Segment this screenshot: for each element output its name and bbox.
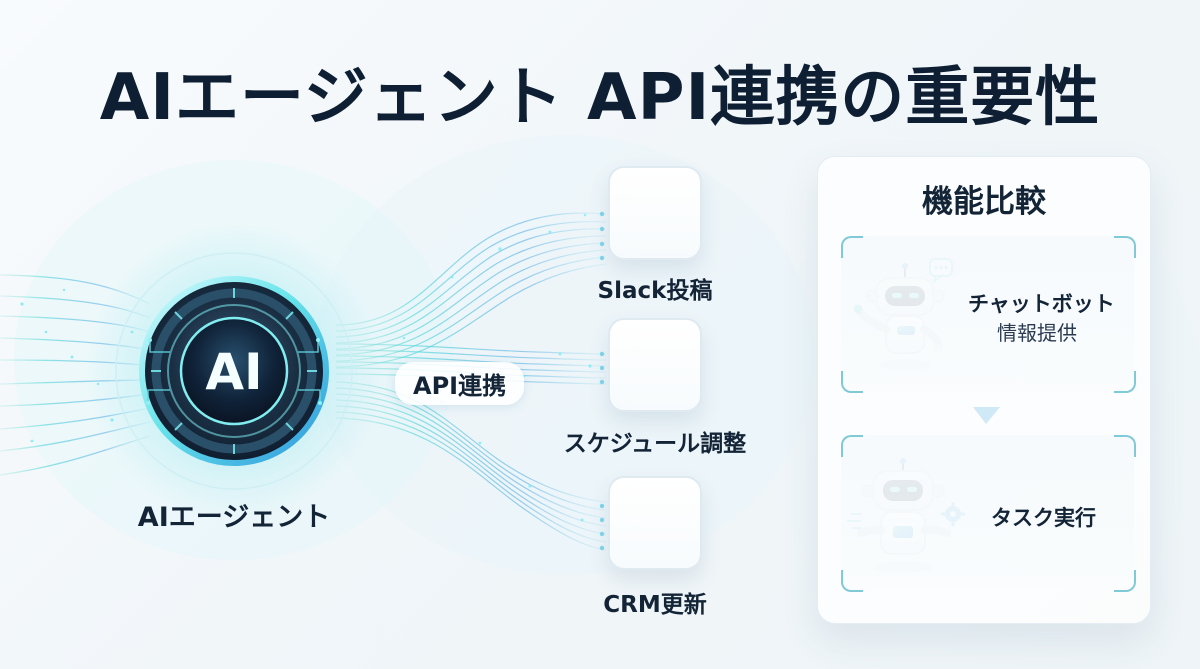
chatbot-card-bg bbox=[841, 236, 1134, 391]
task-card-corner-bottom-left bbox=[841, 570, 863, 592]
integration-label-schedule: スケジュール調整 bbox=[563, 431, 747, 457]
task-card-corner-bottom-right bbox=[1114, 570, 1136, 592]
api-connection-label: API連携 bbox=[395, 362, 525, 405]
chatbot-card-corner-top-left bbox=[841, 236, 863, 258]
task-title: タスク実行 bbox=[991, 506, 1096, 530]
chatbot-card-corner-bottom-left bbox=[841, 371, 863, 393]
page-title: AIエージェント API連携の重要性 bbox=[99, 61, 1101, 135]
integration-tile-schedule bbox=[608, 318, 702, 412]
comparison-title: 機能比較 bbox=[922, 184, 1046, 220]
integration-tile-slack bbox=[608, 166, 702, 260]
integration-tile-crm bbox=[608, 476, 702, 570]
task-card-corner-top-left bbox=[841, 435, 863, 457]
ai-core-text: AI bbox=[205, 343, 262, 401]
integration-label-crm: CRM更新 bbox=[603, 592, 707, 618]
chatbot-card-corner-bottom-right bbox=[1114, 371, 1136, 393]
ai-core-icon: AI bbox=[86, 223, 382, 519]
chatbot-subtitle: 情報提供 bbox=[997, 321, 1077, 345]
chatbot-card-corner-top-right bbox=[1114, 236, 1136, 258]
agent-label: AIエージェント bbox=[137, 502, 331, 533]
task-card-bg bbox=[841, 435, 1134, 590]
task-card-corner-top-right bbox=[1114, 435, 1136, 457]
chatbot-title: チャットボット bbox=[968, 292, 1115, 316]
integration-label-slack: Slack投稿 bbox=[597, 278, 713, 304]
